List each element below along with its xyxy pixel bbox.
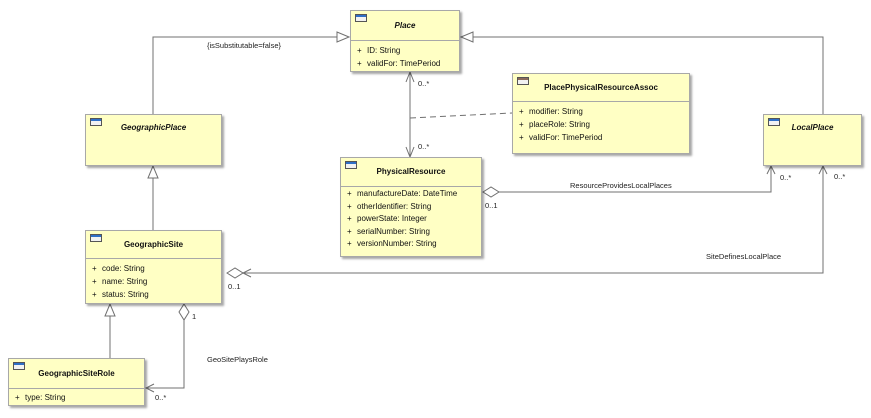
attribute-list: +code: String +name: String +status: Str…: [86, 259, 221, 301]
class-local-place[interactable]: LocalPlace: [763, 114, 862, 166]
divider: [341, 186, 481, 187]
attribute-list: +ID: String +validFor: TimePeriod: [351, 41, 459, 70]
class-icon: [90, 118, 102, 126]
class-geographic-site-role[interactable]: GeographicSiteRole +type: String: [8, 358, 145, 406]
multiplicity-label: 0..*: [418, 142, 430, 151]
multiplicity-label: 0..*: [155, 393, 167, 402]
attribute[interactable]: +status: String: [92, 290, 149, 299]
class-name: GeographicPlace: [120, 123, 187, 132]
association-class-link: [409, 112, 513, 119]
class-icon: [768, 118, 780, 126]
generalization-arrowhead: [104, 302, 116, 317]
class-icon: [90, 234, 102, 242]
association-site-localplace: [243, 166, 824, 274]
open-arrowhead: [241, 268, 252, 278]
association-name-label: SiteDefinesLocalPlace: [706, 252, 782, 261]
attribute[interactable]: +modifier: String: [519, 107, 583, 116]
generalization-arrowhead: [336, 31, 351, 43]
aggregation-diamond: [178, 303, 190, 321]
attribute[interactable]: +otherIdentifier: String: [347, 201, 432, 211]
open-arrowhead: [144, 383, 155, 393]
class-icon: [355, 14, 367, 22]
association-class-icon: [517, 77, 529, 85]
class-name: GeographicSiteRole: [38, 369, 115, 378]
attribute[interactable]: +validFor: TimePeriod: [357, 59, 441, 68]
class-icon: [13, 362, 25, 370]
generalization-arrowhead: [147, 164, 159, 179]
open-arrowhead: [818, 164, 828, 175]
divider: [9, 388, 144, 389]
attribute-list: +modifier: String +placeRole: String +va…: [513, 102, 689, 144]
multiplicity-label: 0..*: [834, 172, 846, 181]
class-place-physical-resource-assoc[interactable]: PlacePhysicalResourceAssoc +modifier: St…: [512, 73, 690, 154]
generalization-geographicplace-place: [152, 36, 337, 114]
attribute-list: +type: String: [9, 389, 144, 404]
generalization-arrowhead: [459, 31, 474, 43]
attribute[interactable]: +placeRole: String: [519, 120, 590, 129]
class-name: PhysicalResource: [376, 167, 446, 176]
open-arrowhead: [405, 70, 415, 83]
attribute[interactable]: +manufactureDate: DateTime: [347, 189, 458, 198]
multiplicity-label: 1: [192, 312, 197, 321]
attribute[interactable]: +code: String: [92, 264, 145, 273]
multiplicity-label: 0..1: [485, 201, 498, 210]
class-icon: [345, 161, 357, 169]
divider: [351, 40, 459, 41]
class-place[interactable]: Place +ID: String +validFor: TimePeriod: [350, 10, 460, 72]
attribute[interactable]: +serialNumber: String: [347, 226, 430, 236]
multiplicity-label: 0..1: [228, 282, 241, 291]
class-name: LocalPlace: [791, 123, 834, 132]
attribute[interactable]: +validFor: TimePeriod: [519, 133, 603, 142]
association-site-role: [146, 320, 185, 389]
aggregation-diamond: [482, 186, 500, 198]
class-name: Place: [394, 21, 416, 30]
attribute[interactable]: +powerState: Integer: [347, 214, 427, 224]
association-name-label: GeoSitePlaysRole: [207, 355, 268, 364]
multiplicity-label: 0..*: [780, 173, 792, 182]
class-geographic-place[interactable]: GeographicPlace: [85, 114, 222, 166]
divider: [86, 258, 221, 259]
attribute[interactable]: +type: String: [15, 393, 66, 402]
class-name: GeographicSite: [123, 240, 184, 249]
aggregation-diamond: [226, 267, 244, 279]
attribute-list: +manufactureDate: DateTime +otherIdentif…: [341, 187, 481, 251]
generalization-localplace-place: [473, 36, 824, 114]
open-arrowhead: [766, 164, 776, 175]
multiplicity-label: 0..*: [418, 79, 430, 88]
attribute[interactable]: +versionNumber: String: [347, 239, 437, 249]
class-name: PlacePhysicalResourceAssoc: [544, 83, 658, 92]
association-resource-localplace: [499, 166, 772, 193]
constraint-label: {isSubstitutable=false}: [207, 41, 282, 50]
divider: [513, 101, 689, 102]
association-name-label: ResourceProvidesLocalPlaces: [570, 181, 672, 190]
attribute[interactable]: +ID: String: [357, 46, 401, 55]
attribute[interactable]: +name: String: [92, 277, 148, 286]
class-physical-resource[interactable]: PhysicalResource +manufactureDate: DateT…: [340, 157, 482, 257]
class-geographic-site[interactable]: GeographicSite +code: String +name: Stri…: [85, 230, 222, 304]
